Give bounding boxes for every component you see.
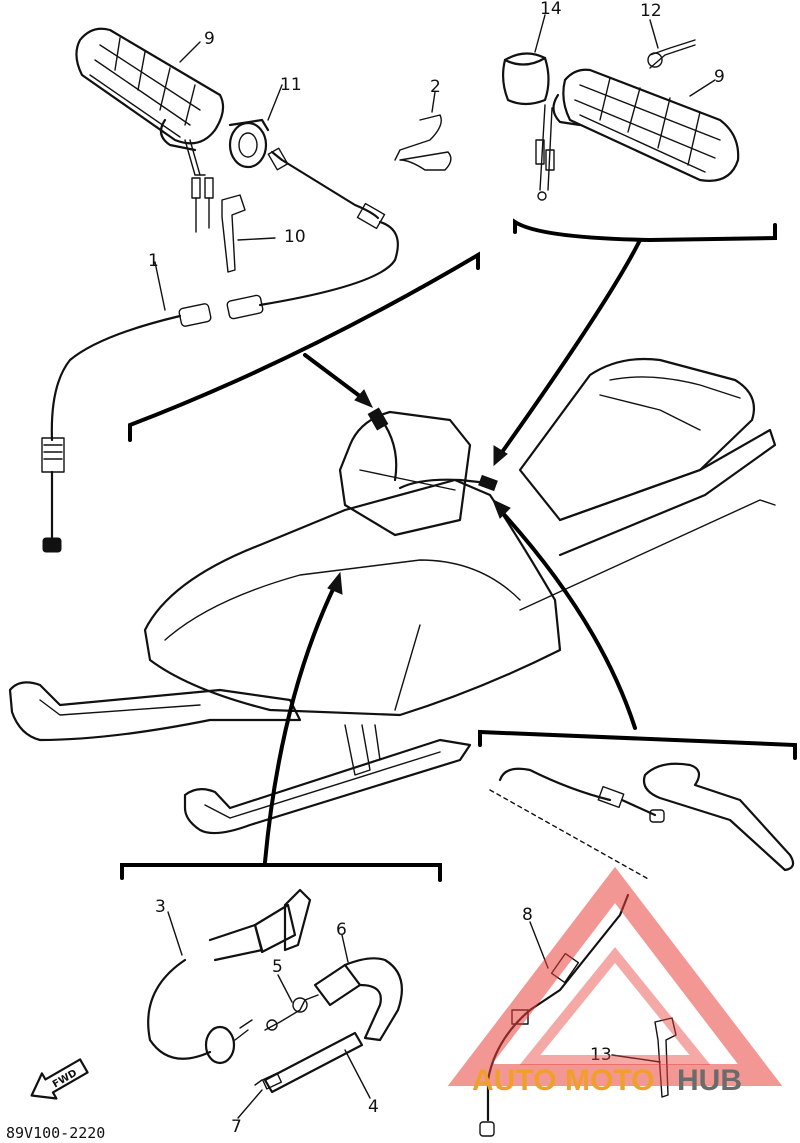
callout-2: 2 bbox=[430, 77, 441, 97]
watermark-auto: AUTO bbox=[472, 1064, 556, 1097]
callout-labels: 9 11 2 10 1 14 12 9 3 5 6 4 7 8 13 bbox=[148, 0, 725, 1137]
callout-4: 4 bbox=[368, 1097, 379, 1117]
leader-arrows bbox=[154, 14, 716, 1119]
watermark-hub: HUB bbox=[677, 1064, 742, 1097]
callout-13: 13 bbox=[590, 1045, 612, 1065]
callout-9-right: 9 bbox=[714, 67, 725, 87]
left-grip-assembly bbox=[41, 27, 480, 553]
callout-14: 14 bbox=[540, 0, 562, 19]
callout-10: 10 bbox=[284, 227, 306, 247]
snowmobile-illustration bbox=[8, 357, 777, 835]
fwd-arrow: FWD bbox=[30, 1058, 89, 1100]
switch-assembly bbox=[120, 863, 442, 1094]
arrow-right-top bbox=[498, 238, 642, 457]
callout-6: 6 bbox=[336, 920, 347, 940]
arrow-right-bottom bbox=[498, 508, 637, 730]
callout-5: 5 bbox=[272, 957, 283, 977]
callout-9-left: 9 bbox=[204, 29, 215, 49]
bracket-left-top bbox=[128, 251, 480, 442]
callout-7: 7 bbox=[231, 1117, 242, 1137]
callout-11: 11 bbox=[280, 75, 302, 95]
bracket-right-top bbox=[513, 218, 777, 243]
right-grip-assembly bbox=[501, 39, 777, 243]
callout-12: 12 bbox=[640, 1, 662, 21]
bracket-left-bottom bbox=[120, 863, 442, 882]
callout-8: 8 bbox=[522, 905, 533, 925]
bracket-right-bottom bbox=[478, 729, 797, 760]
callout-1: 1 bbox=[148, 251, 159, 271]
watermark-logo: AUTO MOTO HUB bbox=[447, 866, 783, 1097]
diagram-code: 89V100-2220 bbox=[6, 1124, 105, 1142]
callout-3: 3 bbox=[155, 897, 166, 917]
arrow-left-bottom bbox=[263, 583, 337, 864]
arrow-left-top bbox=[303, 353, 367, 402]
watermark-moto: MOTO bbox=[565, 1064, 654, 1097]
